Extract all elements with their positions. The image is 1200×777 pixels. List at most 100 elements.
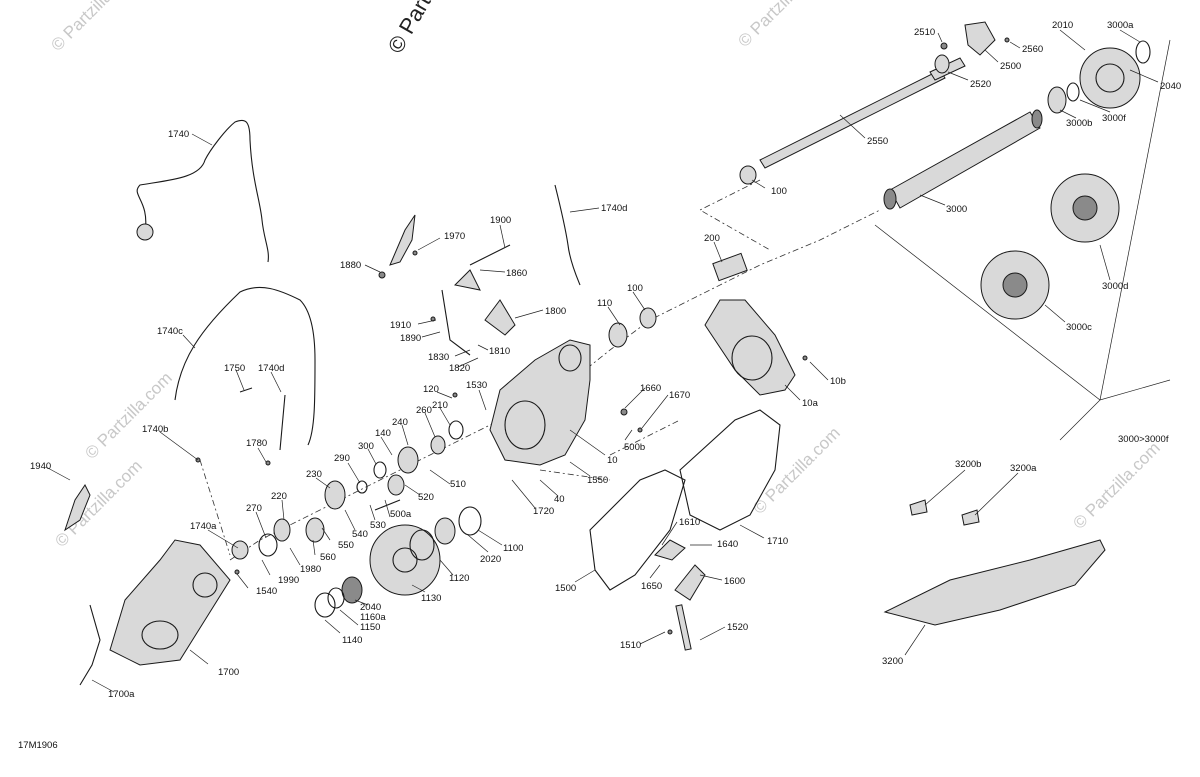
part-label: 100 — [627, 283, 643, 294]
part-label: 1940 — [30, 461, 51, 472]
part-label: 1500 — [555, 583, 576, 594]
part-label: 240 — [392, 417, 408, 428]
part-label: 270 — [246, 503, 262, 514]
gears-upper-shaft — [231, 165, 757, 560]
part-label: 3000d — [1102, 281, 1128, 292]
part-label: 1910 — [390, 320, 411, 331]
part-label: 1860 — [506, 268, 527, 279]
part-label: 1740 — [168, 129, 189, 140]
gasket-1710 — [679, 409, 781, 531]
part-label: 1740d — [601, 203, 627, 214]
watermark: © Partzilla.com — [47, 0, 141, 55]
part-label: 1720 — [533, 506, 554, 517]
part-label: 1650 — [641, 581, 662, 592]
cable-1740d — [279, 184, 581, 451]
part-label: 1130 — [421, 593, 441, 604]
clips-3200 — [909, 499, 980, 526]
part-label: 1890 — [400, 333, 421, 344]
part-labels: 1740 1740c 1750 1740d 1740b 1780 1940 17… — [30, 20, 1181, 700]
part-label: 260 — [416, 405, 432, 416]
part-label: 1740d — [258, 363, 284, 374]
part-label: 10 — [607, 455, 618, 466]
part-label: 2510 — [914, 27, 935, 38]
part-label: 550 — [338, 540, 354, 551]
part-label: 500b — [624, 442, 645, 453]
part-label: 1160a — [360, 612, 386, 623]
track-shaft-3000 — [883, 109, 1043, 210]
copyright-header: © Partzilla.com — [383, 0, 479, 58]
watermark: © Partzilla.com — [734, 0, 828, 51]
shift-linkage-1800 — [389, 214, 516, 356]
bracket-2500 — [934, 21, 996, 74]
group-lines-3000 — [874, 39, 1171, 441]
part-label: 1880 — [340, 260, 361, 271]
lever-1940 — [64, 484, 91, 532]
part-label: 510 — [450, 479, 466, 490]
part-label: 1670 — [669, 390, 690, 401]
part-label: 540 — [352, 529, 368, 540]
part-label: 140 — [375, 428, 391, 439]
assembly-axis-lines — [199, 179, 881, 561]
part-label: 220 — [271, 491, 287, 502]
part-label: 1740b — [142, 424, 168, 435]
part-label: 1800 — [545, 306, 566, 317]
part-label: 1530 — [466, 380, 487, 391]
part-label: 230 — [306, 469, 322, 480]
part-label: 1710 — [767, 536, 788, 547]
seals-3000b — [1047, 82, 1080, 114]
part-label: 3200a — [1010, 463, 1037, 474]
part-label: 530 — [370, 520, 386, 531]
part-label: 2520 — [970, 79, 991, 90]
part-label: 1700a — [108, 689, 135, 700]
part-label: 520 — [418, 492, 434, 503]
part-label: 1980 — [300, 564, 321, 575]
small-hardware — [195, 37, 1010, 635]
part-label: 1900 — [490, 215, 511, 226]
part-label: 120 — [423, 384, 439, 395]
part-label: 300 — [358, 441, 374, 452]
part-label: 290 — [334, 453, 350, 464]
part-label: 1120 — [449, 573, 469, 584]
part-label: 3000 — [946, 204, 967, 215]
sprocket-3000c — [980, 250, 1050, 320]
part-label: 3200b — [955, 459, 981, 470]
watermark: © Partzilla.com — [749, 423, 843, 517]
chain-1500 — [589, 469, 686, 591]
part-label: 100 — [771, 186, 787, 197]
part-label: 1830 — [428, 352, 449, 363]
part-label: 3000c — [1066, 322, 1092, 333]
bearing-2040-1160a — [341, 576, 363, 604]
part-label: 3000b — [1066, 118, 1092, 129]
part-label: 3200 — [882, 656, 903, 667]
rings-1140-1150 — [314, 587, 345, 618]
track-slide-3200 — [883, 539, 1106, 626]
part-label: 1550 — [587, 475, 608, 486]
rings-1100-2020-1120 — [409, 506, 482, 561]
sprocket-3000d — [1050, 173, 1120, 243]
figure-code: 17M1906 — [18, 740, 58, 751]
part-label: 1820 — [449, 363, 470, 374]
part-label: 1640 — [717, 539, 738, 550]
part-label: 200 — [704, 233, 720, 244]
drive-shaft-2550 — [759, 57, 966, 169]
leader-lines — [45, 29, 1159, 693]
part-label: 3000a — [1107, 20, 1134, 31]
part-label: 1100 — [503, 543, 523, 554]
part-label: 500a — [390, 509, 412, 520]
part-label: 2550 — [867, 136, 888, 147]
cable-1740 — [136, 119, 269, 263]
part-label: 10a — [802, 398, 819, 409]
part-label: 1540 — [256, 586, 277, 597]
part-label: 40 — [554, 494, 565, 505]
watermark: © Partzilla.com — [1069, 438, 1163, 532]
watermark: © Partzilla.com — [81, 368, 175, 462]
part-label: 2020 — [480, 554, 501, 565]
part-label: 2500 — [1000, 61, 1021, 72]
bearing-housing-2010 — [1079, 40, 1151, 109]
watermark: © Partzilla.com — [51, 456, 145, 550]
part-label: 1660 — [640, 383, 661, 394]
part-label: 210 — [432, 400, 448, 411]
part-label: 1610 — [679, 517, 700, 528]
part-label: 1810 — [489, 346, 510, 357]
